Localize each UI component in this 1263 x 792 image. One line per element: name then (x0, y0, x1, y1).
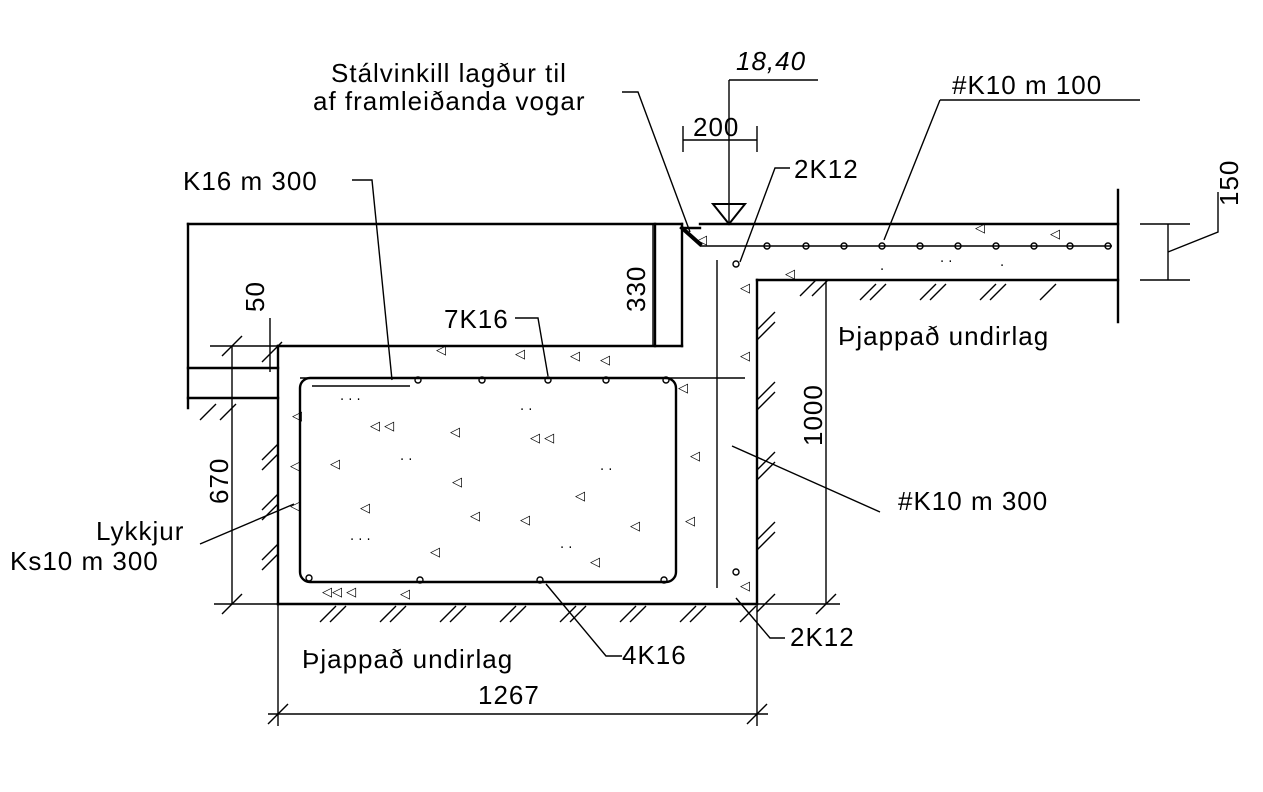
bar-2k12-bottom-label: 2K12 (790, 622, 855, 652)
elevation-marker (710, 79, 818, 226)
dim-50-label: 50 (240, 281, 270, 312)
svg-text:◁: ◁ (575, 489, 585, 504)
dim-1000-label: 1000 (798, 384, 828, 446)
concrete-outline (186, 188, 1120, 606)
svg-text:◁: ◁ (450, 425, 460, 440)
svg-text:◁: ◁ (290, 459, 300, 474)
svg-text:◁: ◁ (697, 233, 707, 248)
svg-text:. .: . . (600, 459, 612, 474)
bar-4k16-label: 4K16 (622, 640, 687, 670)
dim-1267-label: 1267 (478, 680, 540, 710)
svg-text:◁: ◁ (785, 267, 795, 282)
stirrups-label-line2: Ks10 m 300 (10, 546, 159, 576)
svg-text:◁: ◁ (740, 281, 750, 296)
soil-right-label: Þjappað undirlag (838, 321, 1049, 351)
svg-text:. .: . . (560, 537, 572, 552)
svg-text:◁: ◁ (600, 353, 610, 368)
svg-text:◁: ◁ (292, 409, 302, 424)
svg-text:◁: ◁ (470, 509, 480, 524)
bar-k16-label: K16 m 300 (183, 166, 318, 196)
svg-text:◁: ◁ (1050, 227, 1060, 242)
svg-text:. .: . . (940, 251, 952, 266)
svg-text:◁: ◁ (590, 555, 600, 570)
svg-text:◁: ◁ (678, 381, 688, 396)
svg-text:◁◁ ◁: ◁◁ ◁ (322, 585, 356, 600)
stirrups-label-line1: Lykkjur (96, 516, 184, 546)
dim-670-label: 670 (204, 458, 234, 504)
soil-bottom-label: Þjappað undirlag (302, 644, 513, 674)
svg-text:◁: ◁ (436, 343, 446, 358)
elevation-label: 18,40 (736, 46, 806, 76)
svg-text:. .: . . (520, 399, 532, 414)
svg-text:◁: ◁ (290, 499, 300, 514)
steel-angle-label-line2: af framleiðanda vogar (313, 86, 585, 116)
reinforcement (298, 242, 1112, 588)
concrete-texture: ◁ ◁ ◁ ◁ ◁ ◁ ◁ ◁ ◁ ◁ ◁ ◁ ◁ ◁ ◁ ◁ ◁ ◁◁ ◁ ◁… (290, 221, 1060, 602)
svg-text:. . .: . . . (350, 529, 371, 544)
steel-angle-label-line1: Stálvinkill lagður til (331, 58, 567, 88)
svg-text:◁: ◁ (975, 221, 985, 236)
svg-text:. .: . . (400, 449, 412, 464)
svg-text:◁: ◁ (515, 347, 525, 362)
bar-dots (305, 242, 1112, 584)
leader-lines (199, 91, 1140, 657)
svg-text:. . .: . . . (340, 389, 361, 404)
mesh-top-label: #K10 m 100 (952, 70, 1102, 100)
svg-text:.: . (880, 259, 884, 274)
svg-text:◁ ◁: ◁ ◁ (530, 431, 554, 446)
svg-text:◁: ◁ (430, 545, 440, 560)
svg-text:◁: ◁ (740, 579, 750, 594)
svg-text:◁: ◁ (400, 587, 410, 602)
svg-text:.: . (1000, 255, 1004, 270)
bar-7k16-label: 7K16 (444, 304, 509, 334)
svg-text:◁: ◁ (520, 513, 530, 528)
svg-text:◁: ◁ (690, 449, 700, 464)
svg-text:◁: ◁ (630, 519, 640, 534)
dim-200-label: 200 (693, 112, 739, 142)
dim-330-label: 330 (621, 266, 651, 312)
svg-text:◁ ◁: ◁ ◁ (370, 419, 394, 434)
svg-text:◁: ◁ (740, 349, 750, 364)
dim-150-label: 150 (1214, 160, 1244, 206)
svg-text:◁: ◁ (330, 457, 340, 472)
svg-text:◁: ◁ (570, 349, 580, 364)
mesh-wall-label: #K10 m 300 (898, 486, 1048, 516)
svg-text:◁: ◁ (360, 501, 370, 516)
bar-2k12-top-label: 2K12 (794, 154, 859, 184)
svg-text:◁: ◁ (685, 514, 695, 529)
svg-text:◁: ◁ (452, 475, 462, 490)
dimension-lines (210, 126, 1219, 726)
